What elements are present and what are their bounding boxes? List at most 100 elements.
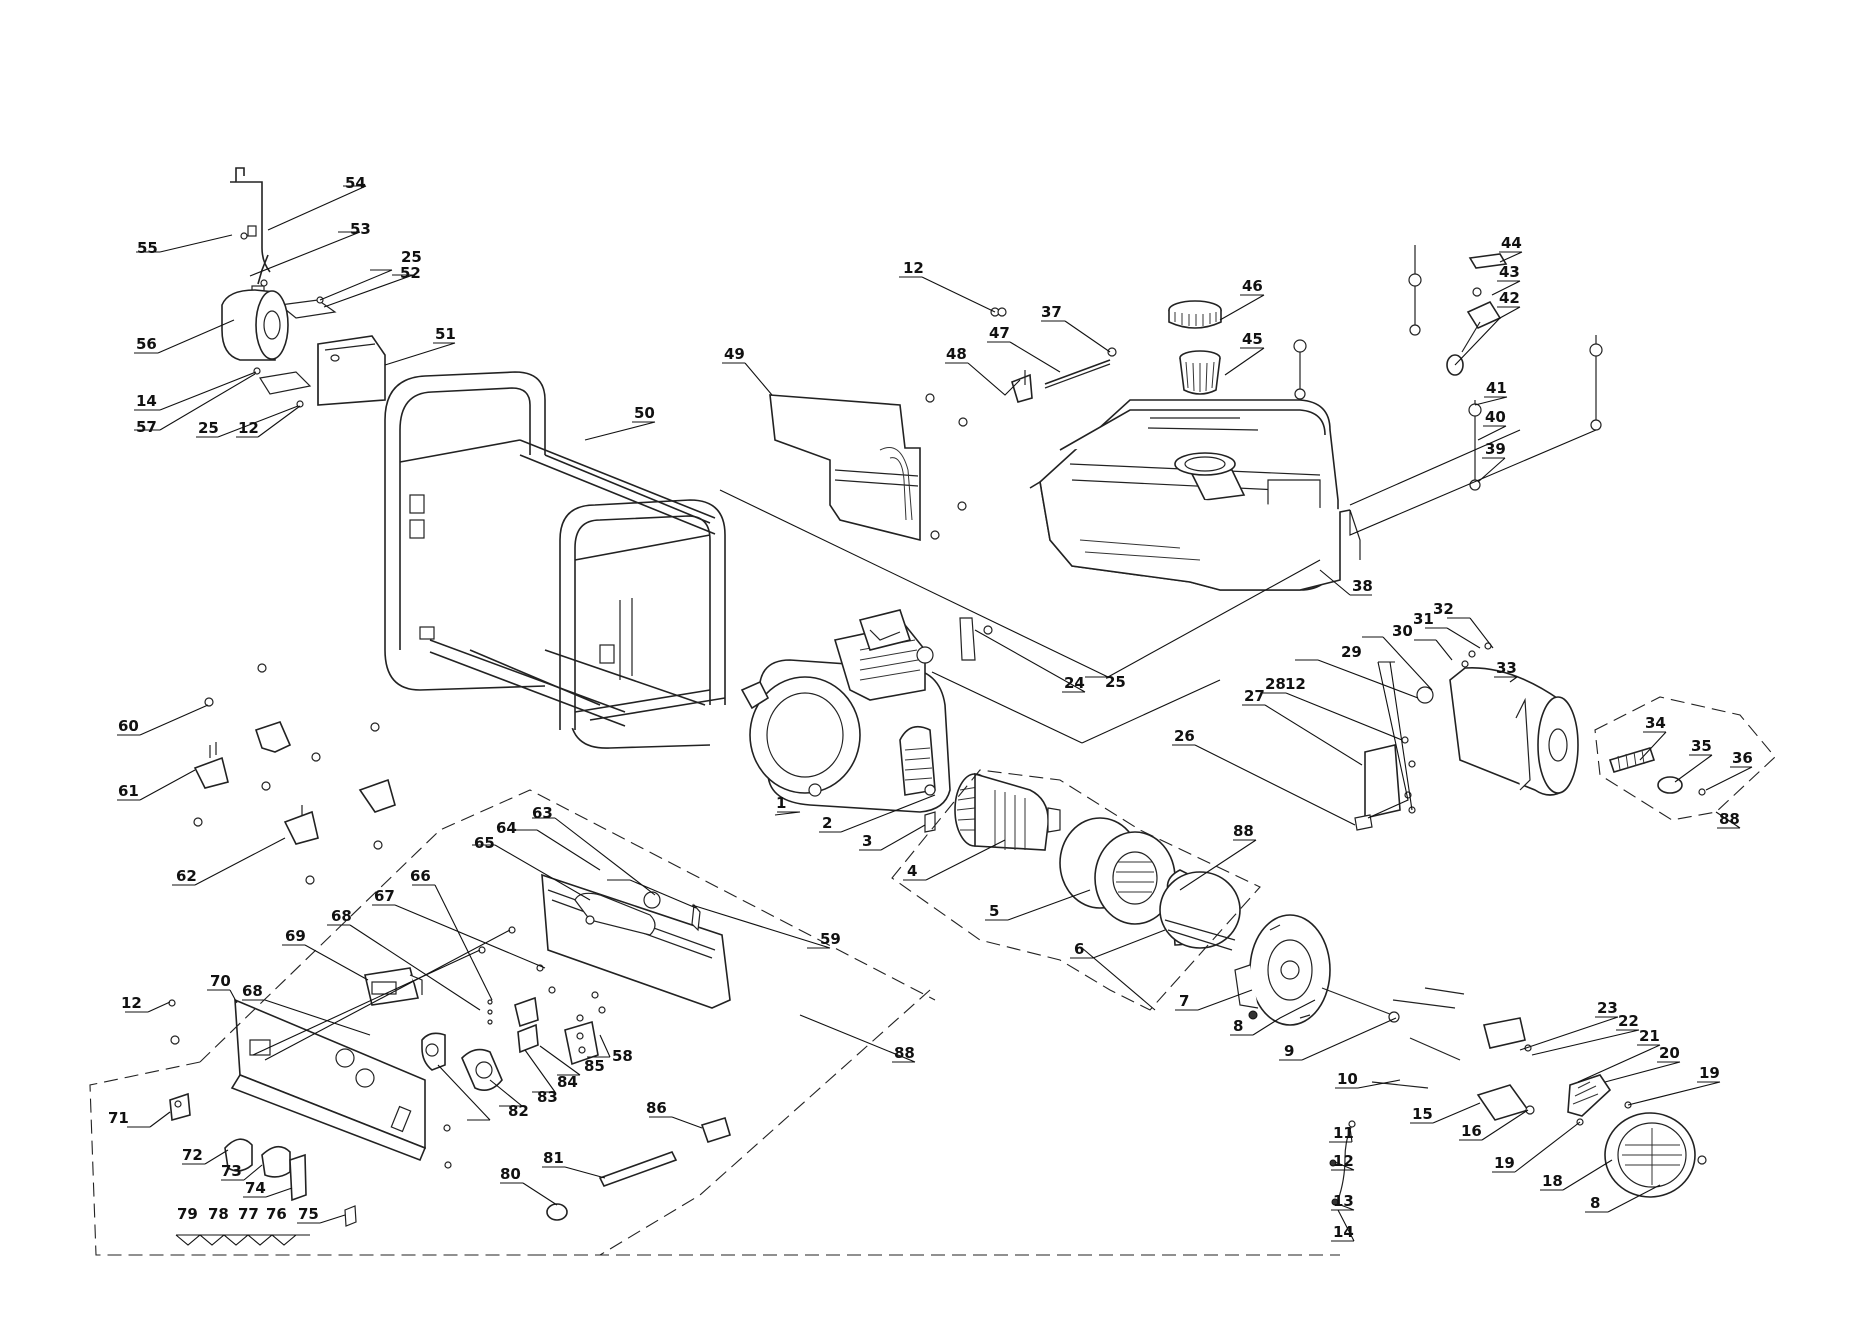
frame bbox=[385, 372, 725, 748]
part-label: 59 bbox=[820, 930, 841, 948]
rear-housing bbox=[1235, 915, 1330, 1025]
part-label: 14 bbox=[1333, 1223, 1354, 1241]
part-label: 75 bbox=[298, 1205, 319, 1223]
part-label: 3 bbox=[862, 832, 872, 850]
part-label: 81 bbox=[543, 1149, 564, 1167]
part-label: 49 bbox=[724, 345, 745, 363]
part-label: 31 bbox=[1413, 610, 1434, 628]
part-label: 86 bbox=[646, 1099, 667, 1117]
part-label: 8 bbox=[1233, 1017, 1243, 1035]
control-box-cover bbox=[770, 394, 967, 540]
fuel-cap bbox=[1169, 301, 1221, 328]
part-label: 77 bbox=[238, 1205, 259, 1223]
part-label: 6 bbox=[1074, 940, 1084, 958]
part-label: 47 bbox=[989, 324, 1010, 342]
part-label: 79 bbox=[177, 1205, 198, 1223]
part-label: 84 bbox=[557, 1073, 578, 1091]
part-label: 9 bbox=[1284, 1042, 1294, 1060]
part-label: 16 bbox=[1461, 1122, 1482, 1140]
part-label: 43 bbox=[1499, 263, 1520, 281]
part-label: 20 bbox=[1659, 1044, 1680, 1062]
part-label: 61 bbox=[118, 782, 139, 800]
part-label: 69 bbox=[285, 927, 306, 945]
stator-cover bbox=[1160, 870, 1240, 950]
part-label: 29 bbox=[1341, 643, 1362, 661]
part-label: 73 bbox=[221, 1162, 242, 1180]
end-cover bbox=[1577, 1102, 1706, 1197]
part-label: 12 bbox=[1285, 675, 1306, 693]
part-label: 66 bbox=[410, 867, 431, 885]
part-label: 11 bbox=[1333, 1124, 1354, 1142]
fuel-tank bbox=[1030, 400, 1360, 590]
muffler-bracket bbox=[1355, 737, 1415, 830]
battery-cable bbox=[547, 1118, 730, 1220]
engine bbox=[742, 610, 950, 812]
part-label: 35 bbox=[1691, 737, 1712, 755]
part-label: 51 bbox=[435, 325, 456, 343]
part-label: 68 bbox=[331, 907, 352, 925]
engine-mounts bbox=[960, 308, 1006, 660]
part-label: 58 bbox=[612, 1047, 633, 1065]
part-label: 64 bbox=[496, 819, 517, 837]
part-label: 88 bbox=[894, 1044, 915, 1062]
part-label: 8 bbox=[1590, 1194, 1600, 1212]
part-label: 2 bbox=[822, 814, 832, 832]
part-label: 5 bbox=[989, 902, 999, 920]
part-label: 40 bbox=[1485, 408, 1506, 426]
part-label: 72 bbox=[182, 1146, 203, 1164]
part-label: 12 bbox=[121, 994, 142, 1012]
brush-holder-avr bbox=[1478, 1018, 1610, 1120]
part-label: 38 bbox=[1352, 577, 1373, 595]
part-label: 19 bbox=[1699, 1064, 1720, 1082]
part-label: 63 bbox=[532, 804, 553, 822]
part-label: 4 bbox=[907, 862, 917, 880]
part-label: 50 bbox=[634, 404, 655, 422]
part-label: 24 bbox=[1064, 674, 1085, 692]
part-label: 41 bbox=[1486, 379, 1507, 397]
part-label: 55 bbox=[137, 239, 158, 257]
part-label: 88 bbox=[1233, 822, 1254, 840]
stator bbox=[1060, 818, 1175, 924]
part-label: 22 bbox=[1618, 1012, 1639, 1030]
part-label: 60 bbox=[118, 717, 139, 735]
part-label: 44 bbox=[1501, 234, 1522, 252]
part-label: 57 bbox=[136, 418, 157, 436]
part-label: 18 bbox=[1542, 1172, 1563, 1190]
part-label: 19 bbox=[1494, 1154, 1515, 1172]
part-label: 78 bbox=[208, 1205, 229, 1223]
part-label: 33 bbox=[1496, 659, 1517, 677]
fuel-gauge bbox=[1447, 254, 1506, 375]
part-label: 1 bbox=[776, 794, 786, 812]
control-panel bbox=[169, 1000, 451, 1168]
part-label: 56 bbox=[136, 335, 157, 353]
part-label: 37 bbox=[1041, 303, 1062, 321]
part-label: 12 bbox=[903, 259, 924, 277]
part-label: 76 bbox=[266, 1205, 287, 1223]
foot-box bbox=[318, 336, 385, 405]
part-label: 88 bbox=[1719, 810, 1740, 828]
part-label: 70 bbox=[210, 972, 231, 990]
part-label: 26 bbox=[1174, 727, 1195, 745]
part-label: 46 bbox=[1242, 277, 1263, 295]
part-label: 25 bbox=[198, 419, 219, 437]
part-label: 68 bbox=[242, 982, 263, 1000]
part-label: 54 bbox=[345, 174, 366, 192]
part-label: 7 bbox=[1179, 992, 1189, 1010]
part-label: 13 bbox=[1333, 1192, 1354, 1210]
part-label: 36 bbox=[1732, 749, 1753, 767]
part-label: 12 bbox=[1333, 1152, 1354, 1170]
part-label: 83 bbox=[537, 1088, 558, 1106]
part-label: 21 bbox=[1639, 1027, 1660, 1045]
part-label: 45 bbox=[1242, 330, 1263, 348]
part-label: 39 bbox=[1485, 440, 1506, 458]
part-label: 34 bbox=[1645, 714, 1666, 732]
part-label: 52 bbox=[400, 264, 421, 282]
control-panel-frame bbox=[542, 875, 730, 1008]
part-label: 74 bbox=[245, 1179, 266, 1197]
part-label: 85 bbox=[584, 1057, 605, 1075]
fuel-strainer bbox=[1180, 351, 1220, 394]
part-label: 10 bbox=[1337, 1070, 1358, 1088]
fuel-valve bbox=[991, 308, 1116, 402]
part-label: 82 bbox=[508, 1102, 529, 1120]
